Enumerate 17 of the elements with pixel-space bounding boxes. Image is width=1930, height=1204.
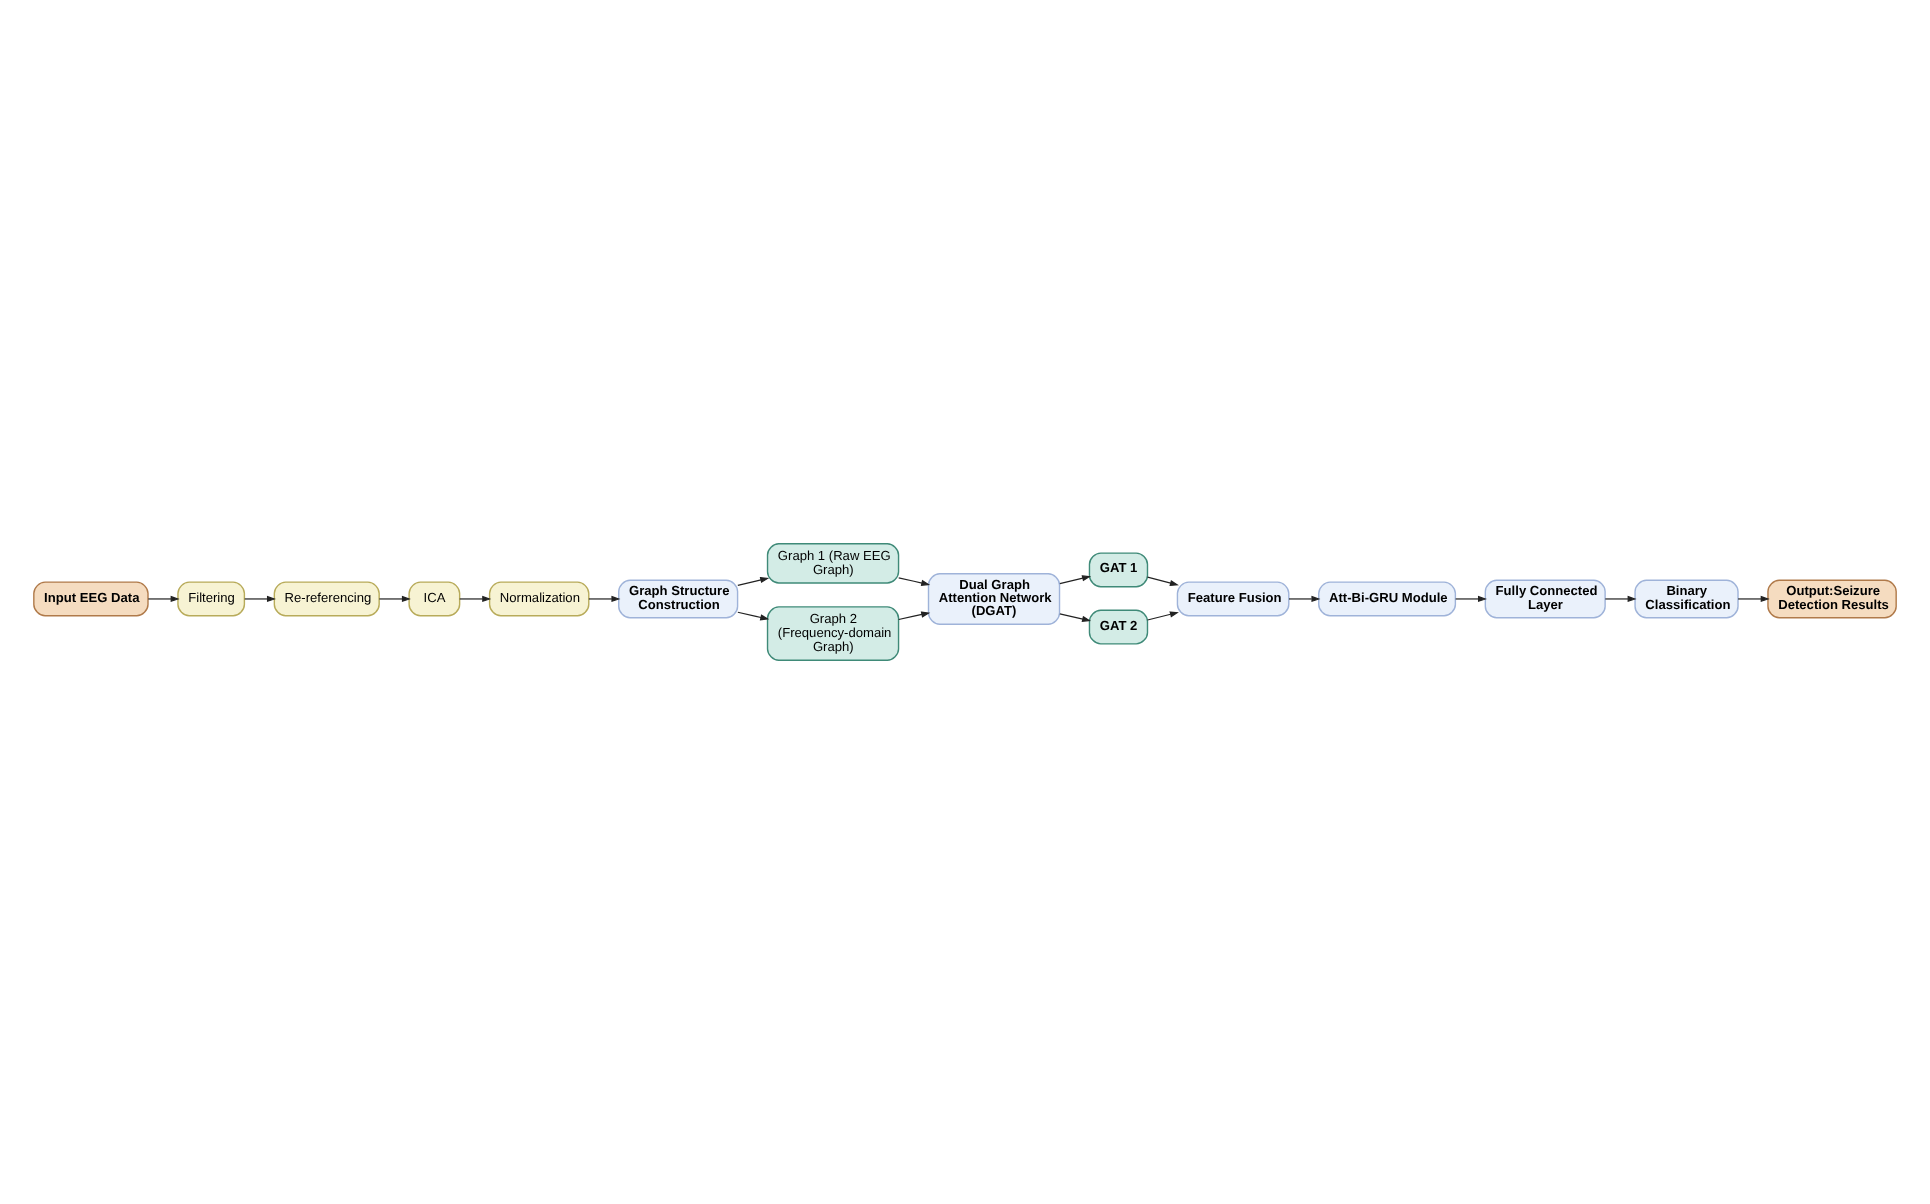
arrow <box>737 577 770 586</box>
arrow <box>1059 613 1092 623</box>
arrow <box>459 595 492 603</box>
arrow <box>1146 576 1179 587</box>
arrow <box>588 595 621 603</box>
arrow <box>244 595 276 603</box>
arrow <box>147 595 180 603</box>
arrow <box>1455 595 1487 603</box>
arrow <box>898 577 931 586</box>
arrow <box>1146 611 1179 621</box>
arrow <box>1059 575 1092 585</box>
arrow <box>378 595 411 603</box>
arrow <box>898 611 931 621</box>
arrow <box>737 611 770 621</box>
arrow <box>1604 595 1637 603</box>
arrow <box>1737 595 1770 603</box>
arrow <box>1288 595 1321 603</box>
